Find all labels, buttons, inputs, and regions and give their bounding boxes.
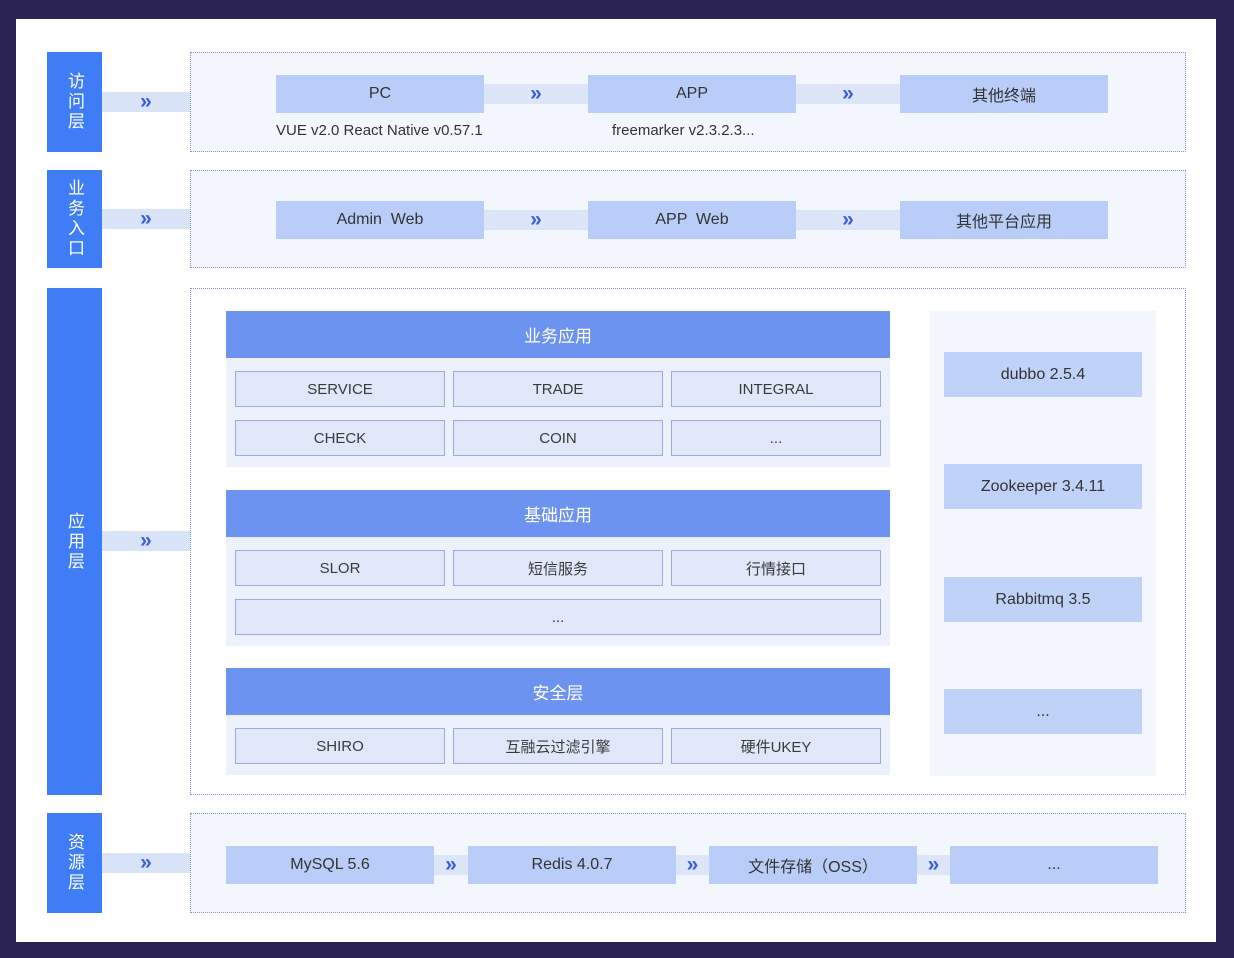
- section-basic-apps-body: SLOR 短信服务 行情接口 ...: [226, 537, 890, 646]
- section-business-apps: 业务应用 SERVICE TRADE INTEGRAL CHECK COIN .…: [226, 311, 890, 467]
- node-pc: PC: [276, 75, 484, 113]
- cell-slor: SLOR: [235, 550, 445, 586]
- layer-label-access: 访问层: [47, 52, 102, 152]
- flow-connector: »: [796, 81, 900, 105]
- chevron-right-icon: »: [140, 528, 152, 552]
- layer-label-resource: 资源层: [47, 813, 102, 913]
- application-layer-connector: »: [102, 528, 190, 552]
- middleware-column: dubbo 2.5.4 Zookeeper 3.4.11 Rabbitmq 3.…: [930, 311, 1156, 776]
- cell-check: CHECK: [235, 420, 445, 456]
- node-resource-more: ...: [950, 846, 1158, 884]
- note-pc-stack: VUE v2.0 React Native v0.57.1: [276, 122, 483, 139]
- flow-connector: »: [484, 207, 588, 231]
- chevron-right-icon: »: [140, 89, 152, 113]
- flow-connector: »: [484, 81, 588, 105]
- entry-layer-connector: »: [102, 206, 190, 230]
- entry-layer-panel: Admin Web » APP Web » 其他平台应用: [190, 170, 1186, 268]
- flow-connector: »: [434, 852, 468, 876]
- resource-layer-panel: MySQL 5.6 » Redis 4.0.7 » 文件存储（OSS） » ..…: [190, 813, 1186, 913]
- section-security: 安全层 SHIRO 互融云过滤引擎 硬件UKEY: [226, 668, 890, 775]
- cell-market-api: 行情接口: [671, 550, 881, 586]
- node-app-web: APP Web: [588, 201, 796, 239]
- cell-hardware-ukey: 硬件UKEY: [671, 728, 881, 764]
- cell-trade: TRADE: [453, 371, 663, 407]
- node-admin-web: Admin Web: [276, 201, 484, 239]
- layer-label-application-text: 应用层: [65, 511, 84, 572]
- node-app: APP: [588, 75, 796, 113]
- layer-label-access-text: 访问层: [65, 72, 84, 132]
- section-basic-apps: 基础应用 SLOR 短信服务 行情接口 ...: [226, 490, 890, 646]
- cell-service: SERVICE: [235, 371, 445, 407]
- node-dubbo: dubbo 2.5.4: [944, 352, 1142, 397]
- node-zookeeper: Zookeeper 3.4.11: [944, 464, 1142, 509]
- section-security-header: 安全层: [226, 668, 890, 715]
- chevron-right-icon: »: [140, 850, 152, 874]
- cell-coin: COIN: [453, 420, 663, 456]
- chevron-right-icon: »: [927, 852, 940, 876]
- node-other-platform-app: 其他平台应用: [900, 201, 1108, 239]
- chevron-right-icon: »: [530, 207, 542, 231]
- flow-connector: »: [917, 852, 950, 876]
- node-other-terminal: 其他终端: [900, 75, 1108, 113]
- access-layer-connector: »: [102, 89, 190, 113]
- application-layer-panel: 业务应用 SERVICE TRADE INTEGRAL CHECK COIN .…: [190, 288, 1186, 795]
- section-basic-apps-header: 基础应用: [226, 490, 890, 537]
- chevron-right-icon: »: [842, 81, 854, 105]
- flow-connector: »: [796, 207, 900, 231]
- cell-sms-service: 短信服务: [453, 550, 663, 586]
- cell-shiro: SHIRO: [235, 728, 445, 764]
- layer-label-entry-text: 业务入口: [65, 179, 84, 259]
- access-layer-panel: PC » APP » 其他终端 VUE v2.0 React Native v0…: [190, 52, 1186, 152]
- resource-layer-connector: »: [102, 850, 190, 874]
- node-redis: Redis 4.0.7: [468, 846, 676, 884]
- node-middleware-more: ...: [944, 689, 1142, 734]
- flow-connector: »: [676, 852, 709, 876]
- cell-integral: INTEGRAL: [671, 371, 881, 407]
- section-security-body: SHIRO 互融云过滤引擎 硬件UKEY: [226, 715, 890, 775]
- node-rabbitmq: Rabbitmq 3.5: [944, 577, 1142, 622]
- chevron-right-icon: »: [530, 81, 542, 105]
- layer-label-application: 应用层: [47, 288, 102, 795]
- chevron-right-icon: »: [686, 852, 699, 876]
- note-app-stack: freemarker v2.3.2.3...: [612, 122, 755, 139]
- diagram-canvas: 访问层 » PC » APP » 其他终端 VUE v2.0 React Nat…: [16, 19, 1216, 942]
- section-business-apps-body: SERVICE TRADE INTEGRAL CHECK COIN ...: [226, 358, 890, 467]
- cell-filter-engine: 互融云过滤引擎: [453, 728, 663, 764]
- chevron-right-icon: »: [445, 852, 457, 876]
- cell-more: ...: [671, 420, 881, 456]
- chevron-right-icon: »: [140, 206, 152, 230]
- layer-label-entry: 业务入口: [47, 170, 102, 268]
- chevron-right-icon: »: [842, 207, 854, 231]
- layer-label-resource-text: 资源层: [65, 833, 84, 893]
- cell-more-wide: ...: [235, 599, 881, 635]
- node-file-storage-oss: 文件存储（OSS）: [709, 846, 917, 884]
- node-mysql: MySQL 5.6: [226, 846, 434, 884]
- section-business-apps-header: 业务应用: [226, 311, 890, 358]
